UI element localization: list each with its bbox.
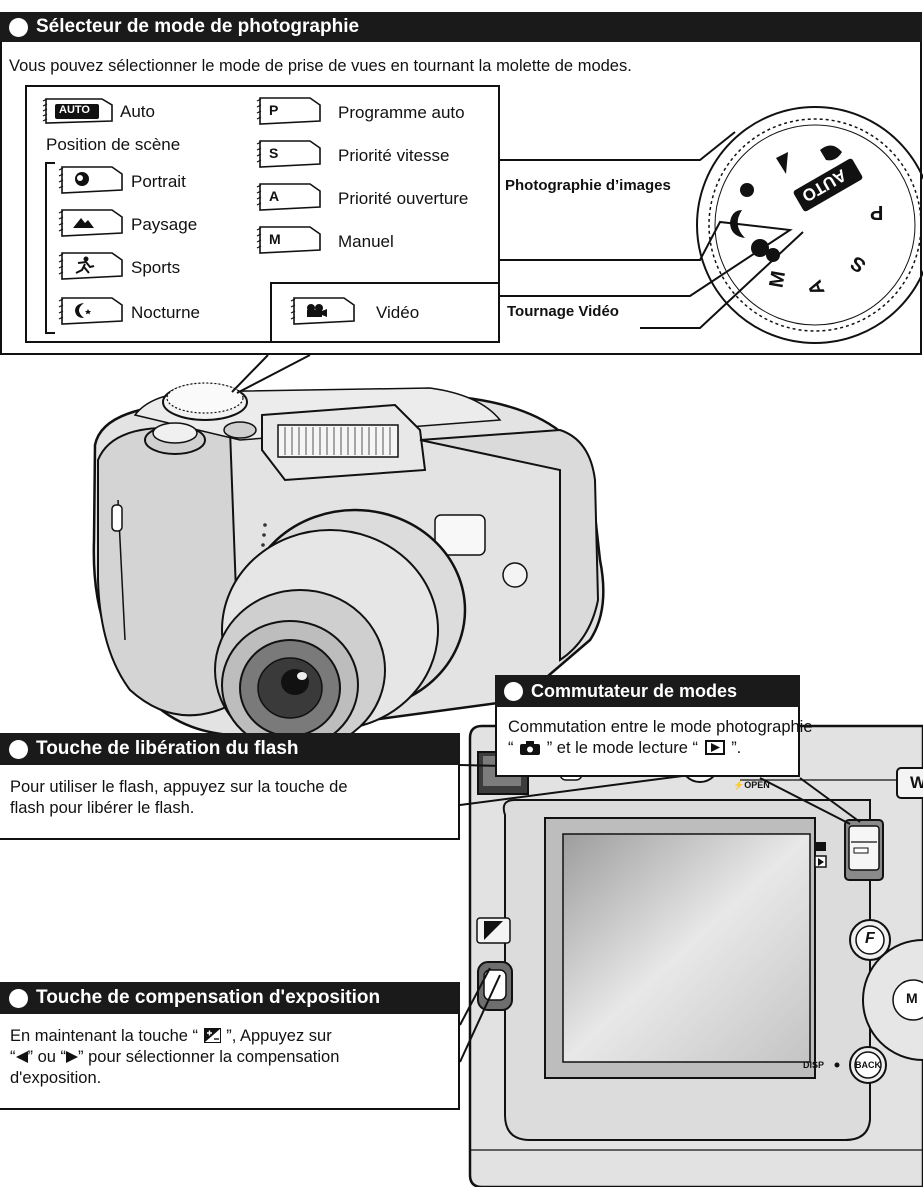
- mode-tab-a: A: [256, 182, 322, 212]
- disp-label: DISP: [803, 1060, 825, 1070]
- right-arrow-icon: [66, 1048, 79, 1063]
- scene-tab-night: [58, 296, 124, 326]
- scene-bracket: [45, 162, 55, 334]
- mode-switch-mid: ” et le mode lecture “: [546, 739, 698, 757]
- exposure-line1: En maintenant la touche “ ”, Appuyez sur: [10, 1027, 332, 1045]
- m-button-label: M: [906, 990, 918, 1006]
- bullet-icon: [9, 17, 28, 37]
- dial-p-label: P: [870, 201, 884, 223]
- mode-switch-line2: “ ” et le mode lecture “ ”.: [508, 738, 741, 759]
- auto-label: Auto: [120, 102, 155, 121]
- mode-letter-a: A: [269, 188, 280, 204]
- scene-tab-portrait: [58, 165, 124, 195]
- scene-label-night: Nocturne: [131, 303, 200, 322]
- video-callout-label: Tournage Vidéo: [507, 303, 619, 320]
- mode-tab-m: M: [256, 225, 322, 255]
- flash-release-line1: Pour utiliser le flash, appuyez sur la t…: [10, 778, 348, 796]
- scene-label-sports: Sports: [131, 258, 181, 277]
- photo-callout-label: Photographie d’images: [505, 177, 671, 194]
- exposure-header: Touche de compensation d'exposition: [0, 982, 460, 1014]
- back-label: BACK: [855, 1060, 881, 1070]
- bullet-icon: [504, 681, 523, 701]
- mode-letter-s: S: [269, 145, 279, 161]
- mode-selector-header: Sélecteur de mode de photographie: [0, 12, 922, 42]
- scene-label-landscape: Paysage: [131, 215, 198, 234]
- scene-label-portrait: Portrait: [131, 172, 186, 191]
- flash-release-title: Touche de libération du flash: [36, 738, 299, 759]
- mode-selector-intro: Vous pouvez sélectionner le mode de pris…: [9, 57, 632, 75]
- flash-release-panel: [0, 765, 460, 840]
- bullet-icon: [9, 739, 28, 759]
- camera-icon: [520, 740, 541, 755]
- mode-dial-closeup: [696, 106, 923, 344]
- exposure-line2: “” ou “” pour sélectionner la compensati…: [10, 1048, 340, 1066]
- auto-mode-tab: AUTO: [42, 97, 114, 125]
- exposure-title: Touche de compensation d'exposition: [36, 987, 381, 1008]
- mode-label-p: Programme auto: [338, 103, 465, 122]
- mode-list-box: [25, 85, 500, 343]
- video-mode-tab: [290, 296, 356, 326]
- camera-front-illustration: [92, 382, 605, 751]
- mode-label-a: Priorité ouverture: [338, 189, 469, 208]
- mode-letter-m: M: [269, 231, 281, 247]
- flash-open-label: ⚡OPEN: [733, 780, 770, 790]
- mode-selector-title: Sélecteur de mode de photographie: [36, 16, 360, 37]
- exposure-line3: d'exposition.: [10, 1069, 102, 1087]
- lightning-icon: ⚡: [733, 780, 745, 790]
- zoom-w-label: W: [910, 773, 923, 792]
- mode-switch-title: Commutateur de modes: [531, 680, 738, 701]
- video-label: Vidéo: [376, 303, 420, 322]
- mode-tab-p: P: [256, 96, 322, 126]
- mode-tab-s: S: [256, 139, 322, 169]
- exposure-panel: [0, 1014, 460, 1110]
- mode-label-s: Priorité vitesse: [338, 146, 450, 165]
- mode-switch-header: Commutateur de modes: [495, 675, 800, 707]
- quote-open: “: [508, 739, 514, 757]
- mode-letter-p: P: [269, 102, 279, 118]
- exposure-compensation-icon: [203, 1028, 221, 1043]
- mode-switch-line1: Commutation entre le mode photographie: [508, 718, 813, 736]
- mode-switch-end: ”.: [731, 739, 742, 757]
- mode-switch-panel: [495, 707, 800, 777]
- scene-tab-sports: [58, 251, 124, 281]
- bullet-icon: [9, 988, 28, 1008]
- f-button-label: F: [865, 930, 875, 947]
- auto-badge: AUTO: [59, 104, 90, 116]
- scene-tab-landscape: [58, 208, 124, 238]
- flash-release-line2: flash pour libérer le flash.: [10, 799, 195, 817]
- flash-release-header: Touche de libération du flash: [0, 733, 460, 765]
- camera-back-illustration: [468, 724, 923, 1187]
- left-arrow-icon: [15, 1048, 28, 1063]
- playback-icon: [704, 740, 725, 755]
- mode-selector-panel: [0, 42, 922, 355]
- scene-heading: Position de scène: [46, 135, 181, 154]
- mode-label-m: Manuel: [338, 232, 394, 251]
